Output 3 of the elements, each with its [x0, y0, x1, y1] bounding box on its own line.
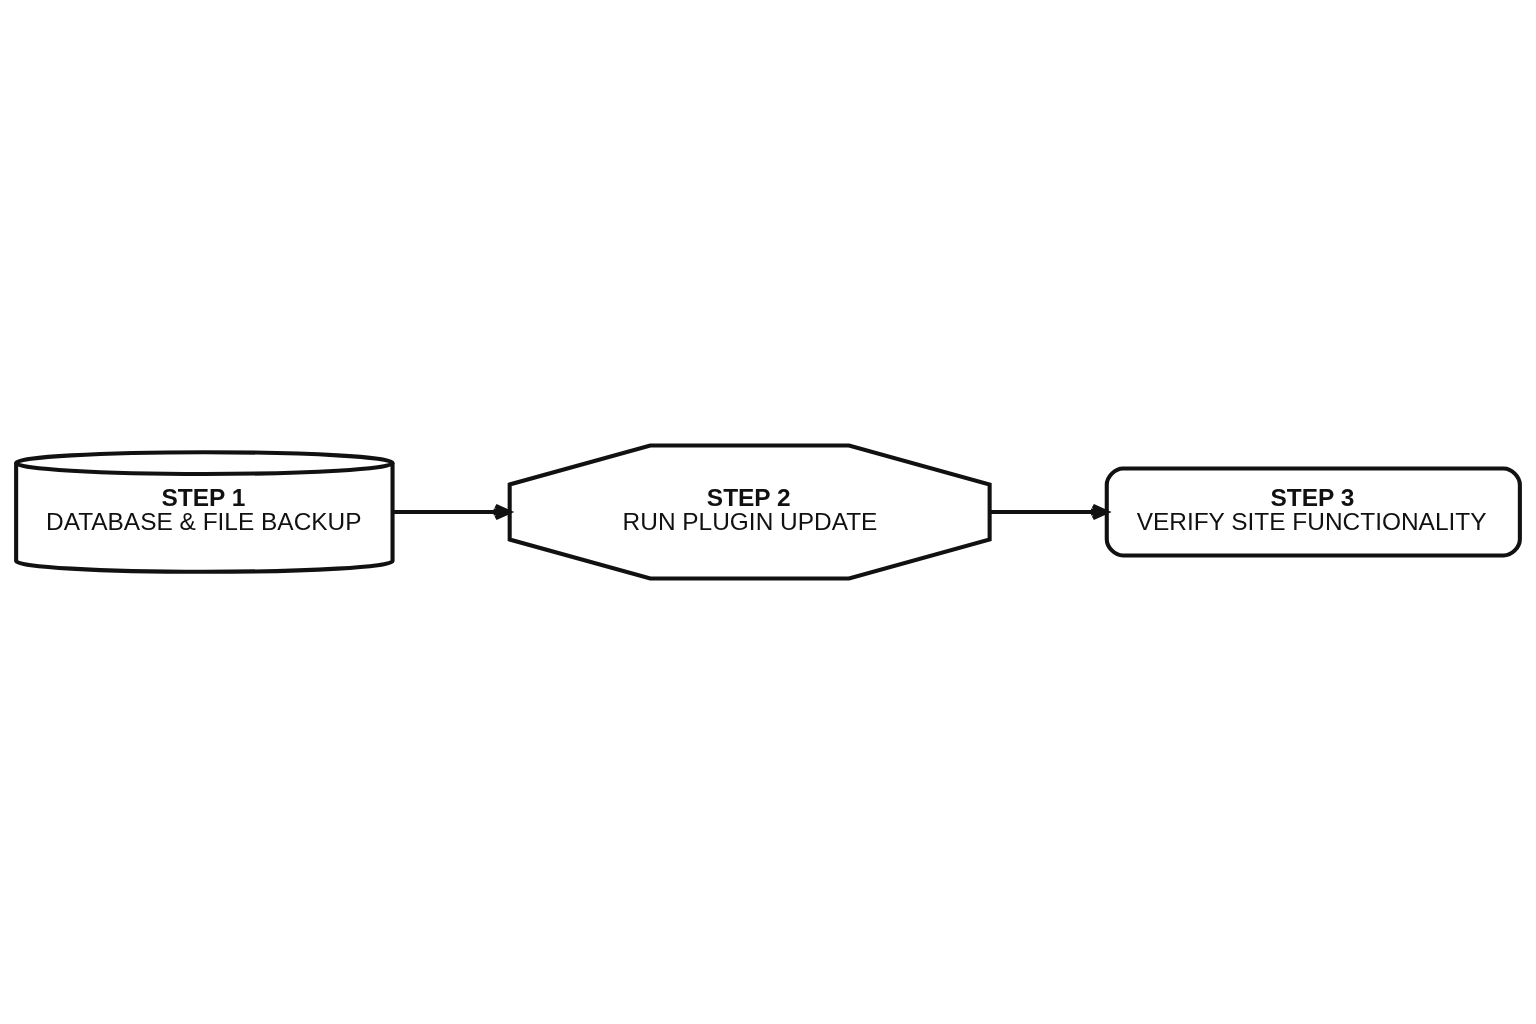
arrow	[392, 503, 512, 521]
node-box: STEP 3 VERIFY SITE FUNCTIONALITY	[1104, 466, 1522, 558]
arrow	[989, 503, 1109, 521]
